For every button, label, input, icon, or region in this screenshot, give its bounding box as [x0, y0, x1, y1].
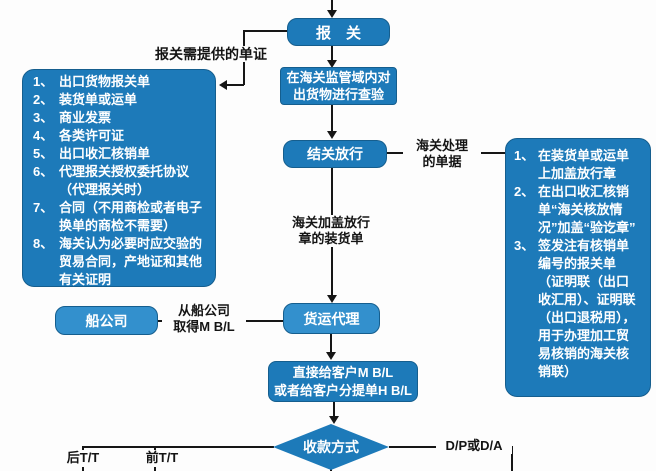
list-item-number: 2、: [33, 92, 54, 107]
label-docs-needed: 报关需提供的单证: [146, 46, 276, 62]
arrowhead-into-inspect: [327, 60, 337, 68]
arrowhead-into-declare: [327, 10, 337, 18]
connector-stub-post-tt: [82, 467, 84, 471]
connector-forwarder-to-bl: [330, 334, 332, 353]
label-pre-tt: 前T/T: [139, 450, 185, 466]
arrowhead-into-forwarder: [327, 295, 337, 303]
label-stamped-shipping-order: 海关加盖放行 章的装货单: [281, 215, 381, 247]
connector-top-entry: [331, 0, 333, 12]
list-item-number: 3、: [514, 238, 535, 253]
node-inspection: 在海关监管域内对 出货物进行查验: [280, 67, 397, 105]
list-item-number: 7、: [33, 200, 54, 215]
list-item-text: 商业发票: [59, 110, 112, 125]
node-shipping-company: 船公司: [55, 306, 158, 335]
list-item-text: 出口收汇核销单: [59, 146, 151, 161]
list-item-number: 4、: [33, 128, 54, 143]
arrowhead-into-bl: [326, 352, 336, 360]
node-freight-forwarder: 货运代理: [283, 303, 380, 334]
list-item: 3、商业发票: [33, 109, 209, 127]
list-item: 1、在装货单或运单上加盖放行章: [514, 147, 638, 183]
list-item: 4、各类许可证: [33, 127, 209, 145]
node-give-bl-to-client: 直接给客户M B/L 或者给客户分提单H B/L: [268, 361, 418, 402]
list-item-text: 出口货物报关单: [59, 74, 151, 89]
list-item-text: 合同（不用商检或者电子换单的商检不需要）: [59, 200, 203, 233]
list-item-number: 1、: [33, 74, 54, 89]
connector-inspect-to-release: [331, 105, 333, 132]
list-item-number: 3、: [33, 110, 54, 125]
connector-declare-to-inspect: [331, 46, 333, 61]
arrowhead-into-left-list: [219, 80, 227, 90]
connector-drop-dp-da: [511, 446, 513, 471]
list-item-text: 各类许可证: [59, 128, 125, 143]
list-item: 7、合同（不用商检或者电子换单的商检不需要）: [33, 199, 209, 235]
list-item: 8、海关认为必要时应交验的贸易合同，产地证和其他有关证明: [33, 235, 209, 289]
list-item-text: 海关认为必要时应交验的贸易合同，产地证和其他有关证明: [59, 236, 203, 287]
connector-stub-payment-bottom: [330, 469, 332, 471]
list-item-text: 代理报关授权委托协议（代理报关时）: [59, 164, 190, 197]
connector-payment-left: [83, 446, 274, 448]
list-item-number: 6、: [33, 164, 54, 179]
list-item-number: 1、: [514, 148, 535, 163]
list-item-number: 8、: [33, 236, 54, 251]
connector-declare-to-docs-h: [243, 30, 287, 32]
node-payment-method: 收款方式: [273, 424, 389, 470]
list-item-number: 5、: [33, 146, 54, 161]
label-customs-docs: 海关处理 的单据: [403, 138, 481, 170]
list-item-number: 2、: [514, 184, 535, 199]
list-item: 1、出口货物报关单: [33, 73, 209, 91]
right-list-customs-processed-docs: 1、在装货单或运单上加盖放行章 2、在出口收汇核销单“海关核放情况”加盖“验讫章…: [505, 138, 651, 397]
list-item: 3、签发注有核销单编号的报关单（证明联（出口收汇用）、证明联（出口退税用），用于…: [514, 237, 638, 381]
list-item-text: 在装货单或运单上加盖放行章: [538, 148, 630, 181]
arrowhead-into-release: [327, 131, 337, 139]
left-list-docs-for-declaration: 1、出口货物报关单 2、装货单或运单 3、商业发票 4、各类许可证 5、出口收汇…: [22, 69, 216, 287]
list-item: 2、在出口收汇核销单“海关核放情况”加盖“验讫章”: [514, 183, 638, 237]
list-item: 5、出口收汇核销单: [33, 145, 209, 163]
connector-bl-to-payment: [333, 402, 335, 417]
node-customs-declare: 报 关: [287, 18, 390, 46]
list-item: 2、装货单或运单: [33, 91, 209, 109]
label-post-tt: 后T/T: [60, 450, 106, 466]
arrowhead-into-payment: [329, 416, 339, 424]
list-item-text: 签发注有核销单编号的报关单（证明联（出口收汇用）、证明联（出口退税用），用于办理…: [538, 238, 636, 379]
list-item-text: 在出口收汇核销单“海关核放情况”加盖“验讫章”: [538, 184, 636, 235]
connector-docs-arrow-h: [227, 84, 244, 86]
node-clearance-release: 结关放行: [283, 140, 387, 168]
label-dp-or-da: D/P或D/A: [436, 438, 512, 454]
list-item: 6、代理报关授权委托协议（代理报关时）: [33, 163, 209, 199]
connector-stub-pre-tt: [154, 467, 156, 471]
label-from-shipping-co: 从船公司 取得M B/L: [162, 303, 246, 335]
list-item-text: 装货单或运单: [59, 92, 138, 107]
